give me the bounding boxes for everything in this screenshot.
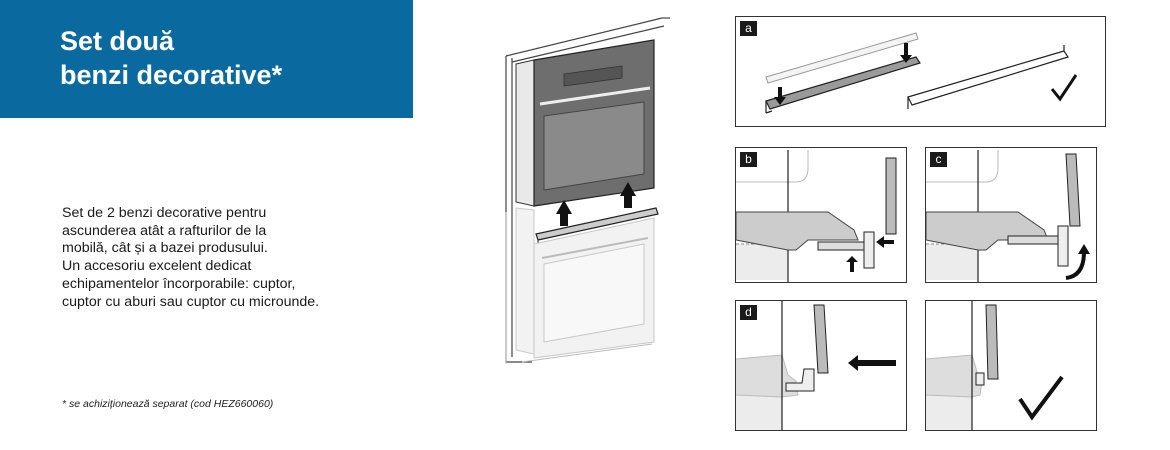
- arrow-icon: [846, 236, 894, 272]
- step-panel-b: b: [735, 147, 907, 283]
- oven-lower: [515, 207, 655, 359]
- panel-label-c: c: [930, 152, 947, 167]
- checkmark-icon: [1050, 74, 1078, 102]
- step-panel-final: [925, 300, 1097, 431]
- panel-label-d: d: [740, 305, 757, 320]
- description-line: Un accesoriu excelent dedicat: [62, 258, 252, 275]
- arrow-up-icon: [556, 182, 636, 226]
- oven-installation-illustration: [505, 17, 670, 364]
- checkmark-icon: [1018, 375, 1064, 421]
- description-line: mobilă, cât și a bazei produsului.: [62, 240, 268, 257]
- description-line: echipamentelor încorporabile: cuptor,: [62, 275, 296, 292]
- title-line-1: Set două: [60, 26, 175, 56]
- decorative-strip: [535, 207, 659, 241]
- curved-arrow-icon: [1065, 251, 1086, 280]
- footnote: * se achiziționează separat (cod HEZ6600…: [62, 398, 274, 410]
- description-line: cuptor cu aburi sau cuptor cu microunde.: [62, 293, 320, 310]
- description-line: Set de 2 benzi decorative pentru: [62, 205, 267, 221]
- panel-label-b: b: [740, 152, 757, 167]
- step-panel-c: c: [925, 147, 1097, 283]
- panel-label-a: a: [740, 21, 757, 36]
- step-panel-d: d: [735, 300, 907, 431]
- arrow-left-icon: [848, 355, 896, 371]
- product-description: Set de 2 benzi decorative pentru ascunde…: [62, 205, 382, 311]
- title-banner: Set două benzi decorative*: [0, 0, 413, 118]
- oven-upper: [515, 39, 655, 207]
- arrow-down-icon: [774, 43, 912, 105]
- step-panel-a: a: [735, 16, 1106, 127]
- title-line-2: benzi decorative*: [60, 60, 283, 90]
- description-line: ascunderea atât a rafturilor de la: [62, 222, 267, 239]
